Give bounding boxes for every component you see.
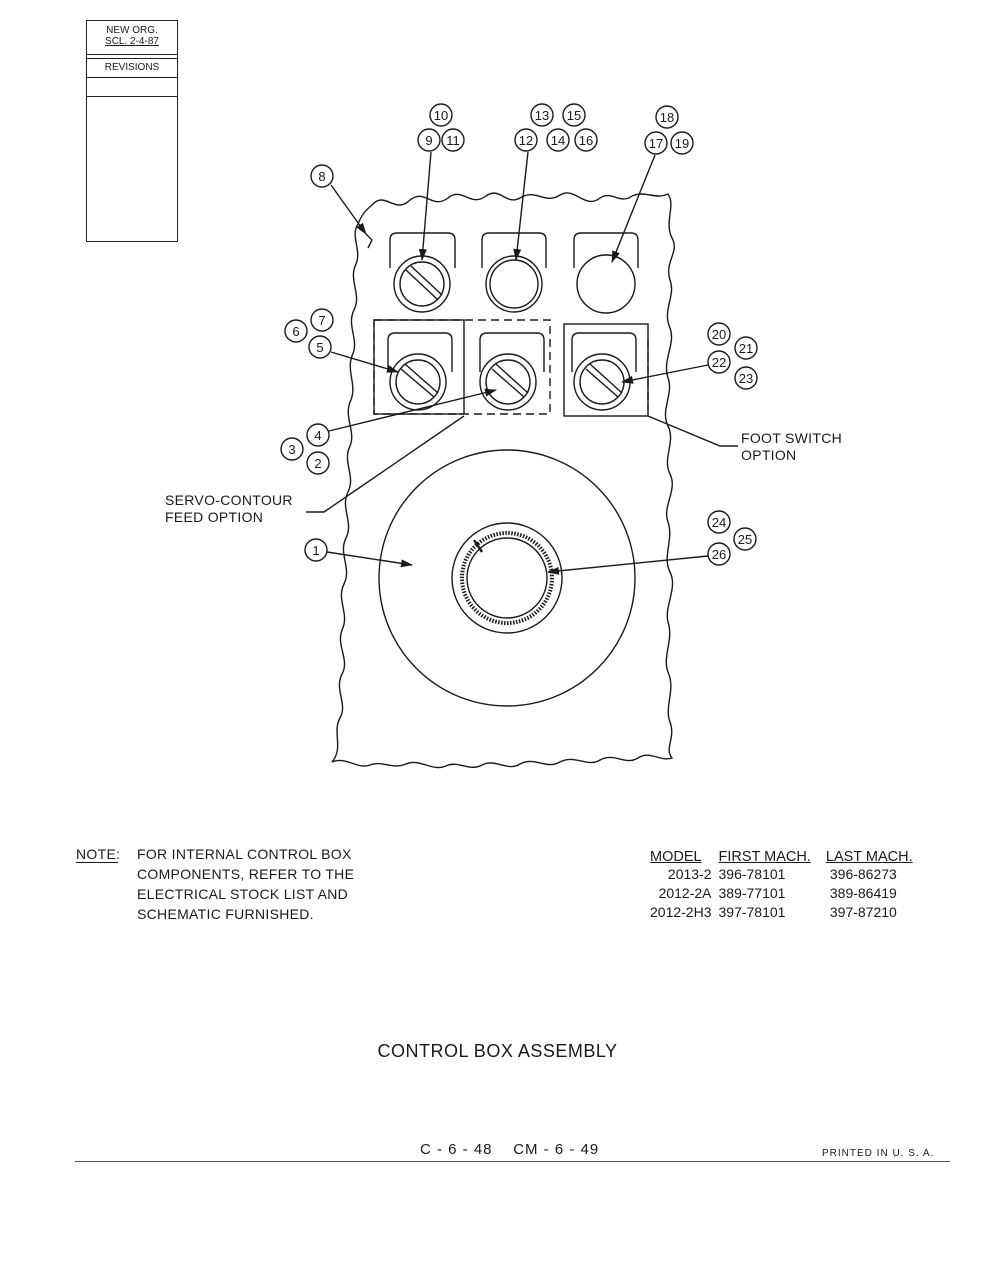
callout-6: 6 bbox=[292, 324, 299, 339]
callout-4: 4 bbox=[314, 428, 321, 443]
servo-inner-box bbox=[373, 319, 465, 415]
org-line2: SCL. 2-4-87 bbox=[105, 36, 159, 47]
speed-knob-rim bbox=[460, 531, 554, 625]
callout-9: 9 bbox=[425, 133, 432, 148]
callout-22: 22 bbox=[712, 355, 726, 370]
table-row: 2013-2 396-78101 396-86273 bbox=[667, 866, 897, 882]
callout-18: 18 bbox=[660, 110, 674, 125]
revisions-header: REVISIONS bbox=[87, 58, 177, 78]
printed-in-usa: PRINTED IN U. S. A. bbox=[822, 1148, 935, 1159]
revision-block: NEW ORG. SCL. 2-4-87 REVISIONS bbox=[86, 20, 178, 242]
callout-20: 20 bbox=[712, 327, 726, 342]
callout-2: 2 bbox=[314, 456, 321, 471]
header-first-mach: FIRST MACH. bbox=[718, 849, 811, 865]
callout-17: 17 bbox=[649, 136, 663, 151]
pilot-light-17 bbox=[576, 254, 636, 314]
table-row: 2012-2H3 397-78101 397-87210 bbox=[650, 904, 897, 920]
callout-7: 7 bbox=[318, 313, 325, 328]
callout-14: 14 bbox=[551, 133, 565, 148]
speed-knob-outer bbox=[451, 522, 563, 634]
callout-26: 26 bbox=[712, 547, 726, 562]
callout-24: 24 bbox=[712, 515, 726, 530]
callout-25: 25 bbox=[738, 532, 752, 547]
footer-rule bbox=[75, 1161, 950, 1162]
housing-top-right bbox=[573, 232, 639, 268]
page-reference: C - 6 - 48 CM - 6 - 49 bbox=[420, 1141, 600, 1158]
revision-blank-row bbox=[87, 78, 177, 97]
callout-13: 13 bbox=[535, 108, 549, 123]
switch-knob-9 bbox=[393, 255, 451, 313]
note-text: FOR INTERNAL CONTROL BOX COMPONENTS, REF… bbox=[137, 846, 355, 922]
switch-knob-22 bbox=[573, 353, 631, 411]
foot-switch-label: FOOT SWITCH OPTION bbox=[741, 430, 843, 463]
callout-23: 23 bbox=[739, 371, 753, 386]
switch-knob-5 bbox=[389, 353, 447, 411]
model-serial-table: MODEL FIRST MACH. LAST MACH. 2013-2 396-… bbox=[650, 849, 920, 922]
note-underline bbox=[76, 862, 118, 863]
housing-top-left bbox=[389, 232, 456, 268]
speed-dial-plate bbox=[378, 449, 636, 707]
callout-11: 11 bbox=[446, 133, 460, 148]
servo-contour-label: SERVO-CONTOUR FEED OPTION bbox=[165, 492, 293, 525]
callout-21: 21 bbox=[739, 341, 753, 356]
header-last-mach: LAST MACH. bbox=[825, 849, 913, 865]
header-model: MODEL bbox=[650, 849, 702, 865]
callout-12: 12 bbox=[519, 133, 533, 148]
org-block: NEW ORG. SCL. 2-4-87 bbox=[87, 21, 177, 55]
callout-1: 1 bbox=[312, 543, 319, 558]
callout-3: 3 bbox=[288, 442, 295, 457]
note-label: NOTE: bbox=[76, 846, 121, 862]
callout-10: 10 bbox=[434, 108, 448, 123]
panel-outline bbox=[331, 192, 675, 769]
callout-16: 16 bbox=[579, 133, 593, 148]
pushbutton-12 bbox=[485, 255, 543, 313]
switch-knob-2 bbox=[479, 353, 537, 411]
table-row: 2012-2A 389-77101 389-86419 bbox=[658, 885, 897, 901]
callout-19: 19 bbox=[675, 136, 689, 151]
housing-top-middle bbox=[481, 232, 547, 268]
callout-8: 8 bbox=[318, 169, 325, 184]
page-title: CONTROL BOX ASSEMBLY bbox=[377, 1041, 618, 1061]
callout-circles bbox=[280, 103, 758, 566]
callout-15: 15 bbox=[567, 108, 581, 123]
callout-5: 5 bbox=[316, 340, 323, 355]
org-line1: NEW ORG. bbox=[106, 25, 158, 36]
